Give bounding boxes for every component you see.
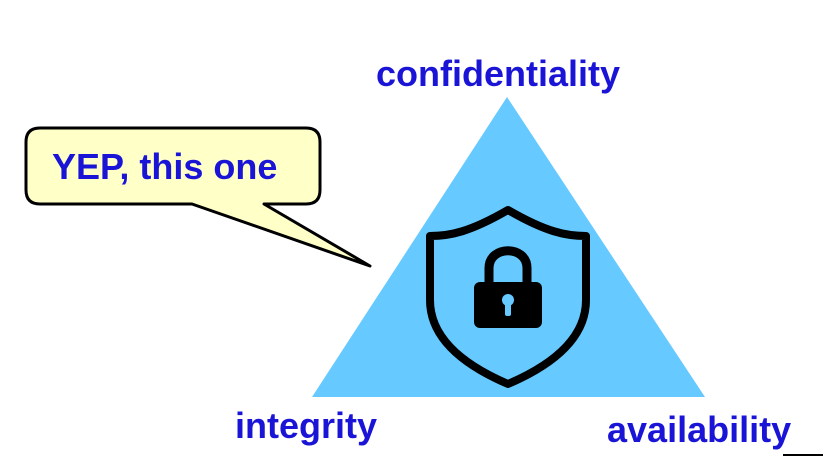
callout-text: YEP, this one — [52, 146, 278, 187]
label-confidentiality: confidentiality — [376, 53, 621, 94]
label-integrity: integrity — [235, 405, 378, 446]
shield-icon — [426, 206, 590, 388]
corner-underline — [783, 454, 823, 456]
callout-bubble — [24, 126, 372, 268]
shield-lock-icon — [426, 206, 590, 388]
label-availability: availability — [607, 409, 792, 450]
lock-shackle-icon — [484, 246, 532, 289]
keyhole-slot-icon — [505, 300, 511, 316]
